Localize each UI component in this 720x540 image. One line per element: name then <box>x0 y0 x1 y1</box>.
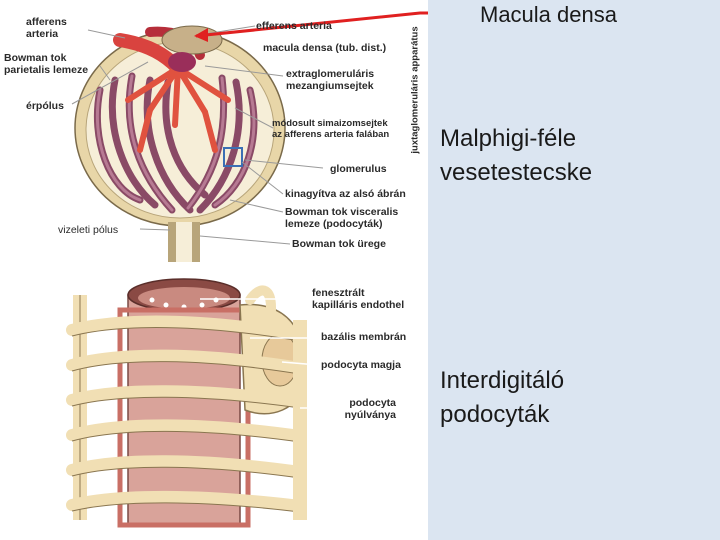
label-kinagyitva: kinagyítva az alsó ábrán <box>285 188 406 200</box>
label-bowman-ureg: Bowman tok ürege <box>292 238 386 250</box>
label-extraglomerularis: extraglomeruláris mezangiumsejtek <box>286 68 374 92</box>
distal-tubule <box>162 26 222 54</box>
anatomy-figure: afferens arteria Bowman tok parietalis l… <box>0 0 428 540</box>
label-bowman-visceralis: Bowman tok visceralis lemeze (podocyták) <box>285 206 398 230</box>
label-bazalis-membran: bazális membrán <box>321 331 406 343</box>
label-efferens-arteria: efferens arteria <box>256 20 332 32</box>
podocyte-capillary-drawing <box>72 279 306 525</box>
label-fenesztralt-endothel: fenesztrált kapilláris endothel <box>312 287 404 311</box>
label-juxtaglomerularis-apparatus: juxtaglomeruláris apparátus <box>404 10 426 170</box>
label-afferens-arteria: afferens arteria <box>26 16 67 40</box>
label-macula-densa: macula densa (tub. dist.) <box>263 42 386 54</box>
heading-interdigital: Interdigitáló podocyták <box>440 364 564 432</box>
macula-densa-title: Macula densa <box>480 2 617 28</box>
label-bowman-tok-parietalis: Bowman tok parietalis lemeze <box>4 52 88 76</box>
label-modosult-simaizom: módosult simaizomsejtek az afferens arte… <box>272 118 389 140</box>
label-podocyta-nyulvanya: podocyta nyúlványa <box>336 397 396 421</box>
label-glomerulus: glomerulus <box>330 163 387 175</box>
label-podocyta-magja: podocyta magja <box>321 359 401 371</box>
macula-densa-cells <box>168 52 196 72</box>
label-vizeleti-polus: vizeleti pólus <box>58 224 118 236</box>
label-erpolus: érpólus <box>26 100 64 112</box>
heading-malphigi: Malphigi-féle vesetestecske <box>440 122 592 190</box>
